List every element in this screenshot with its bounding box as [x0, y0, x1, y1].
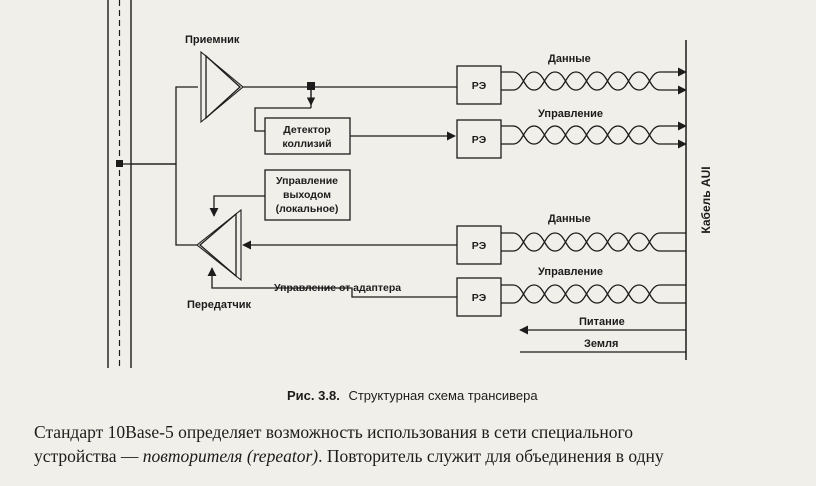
collision-detector-box: Детектор коллизий — [264, 117, 351, 155]
re-label-2: РЭ — [472, 134, 487, 146]
figure-caption: Рис. 3.8. Структурная схема трансивера — [287, 388, 538, 403]
data-bottom-label: Данные — [548, 213, 591, 225]
body-line-2-post: . Повторитель служит для объединения в о… — [318, 446, 664, 466]
body-paragraph: Стандарт 10Base-5 определяет возможность… — [34, 420, 794, 468]
receiver-wiring — [123, 86, 198, 165]
coax-tap-node — [116, 160, 123, 167]
power-label: Питание — [579, 316, 625, 328]
body-line-1: Стандарт 10Base-5 определяет возможность… — [34, 422, 634, 442]
re-box-4: РЭ — [456, 277, 502, 317]
collision-detector-line2: коллизий — [282, 138, 331, 150]
control-bottom-label: Управление — [538, 266, 603, 278]
transmitter-amp — [196, 208, 242, 282]
twisted-pairs — [501, 67, 687, 304]
receiver-label: Приемник — [185, 34, 240, 46]
caption-number: Рис. 3.8. — [287, 388, 340, 403]
output-control-line3: (локальное) — [276, 203, 339, 215]
re-box-1: РЭ — [456, 65, 502, 105]
data-top-label: Данные — [548, 53, 591, 65]
coax-cable — [107, 0, 132, 368]
re-label-3: РЭ — [472, 240, 487, 252]
twisted-pair-control-in — [501, 284, 686, 304]
output-control-box: Управление выходом (локальное) — [264, 169, 351, 221]
re-box-3: РЭ — [456, 225, 502, 265]
collision-detector-line1: Детектор — [283, 124, 330, 136]
re-label-4: РЭ — [472, 292, 487, 304]
body-line-2-pre: устройства — — [34, 446, 143, 466]
adapter-control-line — [211, 270, 457, 298]
output-control-line2: выходом — [283, 189, 331, 201]
caption-text: Структурная схема трансивера — [348, 388, 538, 403]
receiver-branch-node — [307, 82, 315, 90]
output-control-line1: Управление — [276, 175, 338, 187]
twisted-pair-data-out — [501, 67, 687, 95]
re-label-1: РЭ — [472, 80, 487, 92]
twisted-pair-data-in — [501, 232, 686, 252]
ground-label: Земля — [584, 338, 618, 350]
body-line-2-italic: повторителя (repeator) — [142, 446, 319, 466]
receiver-amp — [200, 50, 244, 124]
twisted-pair-control-out — [501, 121, 687, 149]
aui-cable-label: Кабель AUI — [699, 166, 713, 233]
transmitter-output-wiring — [175, 164, 197, 246]
transmitter-label: Передатчик — [187, 299, 251, 311]
control-top-label: Управление — [538, 108, 603, 120]
from-adapter-label: Управление от адаптера — [274, 282, 401, 294]
re-box-2: РЭ — [456, 119, 502, 159]
